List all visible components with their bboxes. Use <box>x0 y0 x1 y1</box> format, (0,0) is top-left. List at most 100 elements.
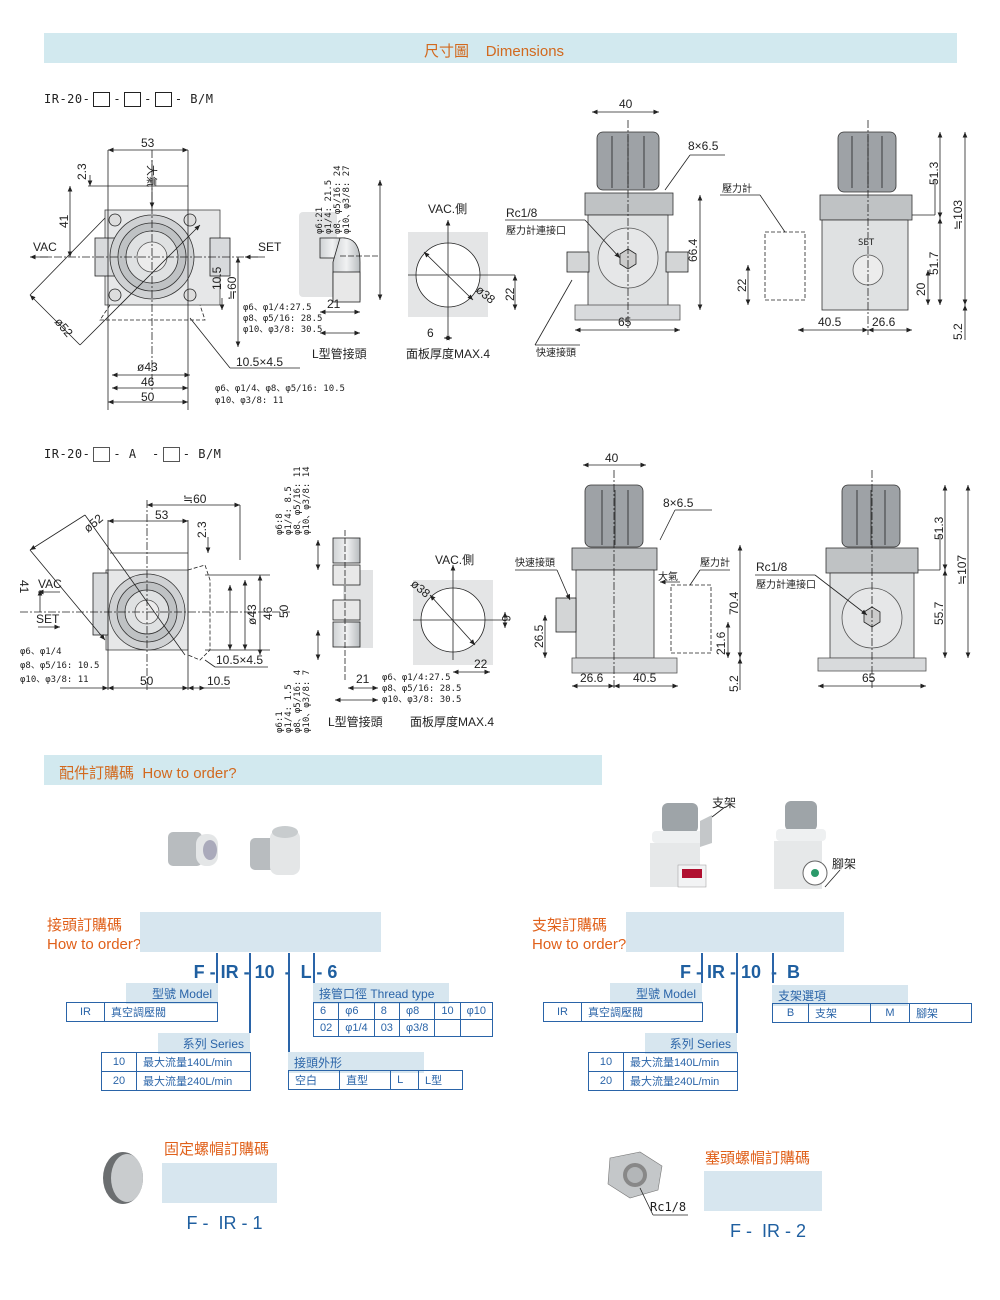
elbow-fitting-image <box>250 826 300 875</box>
connector-series <box>736 953 738 1033</box>
shape-desc-cell: 直型 <box>339 1070 392 1090</box>
separator: - <box>152 447 160 461</box>
lfit-rot-4: φ10、φ3/8: 27 <box>342 165 352 234</box>
thread-code-cell: 10 <box>434 1002 461 1020</box>
panel2-22: 22 <box>474 657 488 671</box>
dim2-46: 46 <box>261 606 275 620</box>
panel-caption: 面板厚度MAX.4 <box>406 346 490 361</box>
option-box <box>154 92 172 107</box>
panel-22: 22 <box>503 287 517 301</box>
dim2-60: ≒60 <box>183 492 207 506</box>
lfit2-21: 21 <box>356 672 370 686</box>
fit-note-2: φ10、φ3/8: 11 <box>215 396 284 406</box>
lfit-len-2: φ8、φ5/16: 28.5 <box>243 314 322 324</box>
dim-53: 53 <box>141 136 155 150</box>
lfit2-top-2: φ1/4: 8.5 <box>284 486 294 535</box>
plug-order-title: 塞頭螺帽訂購碼 <box>705 1150 811 1167</box>
dim2-w50: 50 <box>140 674 154 688</box>
top-view-1 <box>29 147 300 410</box>
lfit2-caption: L型管接頭 <box>328 714 383 729</box>
thread-desc-cell: φ3/8 <box>398 1019 436 1037</box>
connector-model <box>216 953 218 983</box>
bracket-option-header: 支架選項 <box>772 985 908 1006</box>
dim2-d43: ø43 <box>245 604 259 625</box>
option-box <box>124 92 142 107</box>
model-code-2: IR-20-- A -- B/M <box>44 447 221 462</box>
set-label: SET <box>258 240 282 254</box>
side-40-5: 40.5 <box>818 315 842 329</box>
dim2-2-3: 2.3 <box>195 521 209 538</box>
front-40: 40 <box>619 97 633 111</box>
fitting-order-code: F - IR - 10 - L - 6 <box>140 912 381 982</box>
dim-2-3: 2.3 <box>75 163 89 180</box>
front-port: Rc1/8 <box>506 206 538 220</box>
fitting-thread-header: 接管口徑 Thread type <box>313 983 449 1004</box>
dim-60: ≒60 <box>225 276 239 300</box>
dim-d43: ø43 <box>137 360 158 374</box>
plug-order-code: F - IR - 2 <box>704 1171 822 1241</box>
lfit2-len-1: φ6、φ1/4:27.5 <box>382 673 451 683</box>
fitting-order-title: 接頭訂購碼 How to order? <box>47 916 141 954</box>
dim-50: 50 <box>141 390 155 404</box>
thread-desc-cell: φ10 <box>459 1002 494 1020</box>
thread-desc-cell: φ8 <box>398 1002 436 1020</box>
series-code-cell: 20 <box>588 1071 624 1091</box>
model-code-cell: IR <box>543 1002 582 1022</box>
order-title-cn: 配件訂購碼 <box>59 765 135 782</box>
model-prefix: IR-20- <box>44 92 91 106</box>
foot-label: 腳架 <box>832 857 856 871</box>
thread-desc-cell <box>459 1019 494 1037</box>
option-desc-cell: 腳架 <box>909 1003 972 1023</box>
side2-gauge: 壓力計 <box>700 556 730 569</box>
lfit2-top-1: φ6:8 <box>275 513 285 535</box>
cap-nut-image <box>103 1152 143 1204</box>
thread-code-cell: 02 <box>312 1019 340 1037</box>
fit2-note-3: φ10、φ3/8: 11 <box>20 675 89 685</box>
connector-thread <box>313 953 315 983</box>
lfit2-bot-4: φ10、φ3/8: 7 <box>302 670 312 733</box>
front2-55-7: 55.7 <box>932 601 946 625</box>
series-desc-cell: 最大流量140L/min <box>136 1052 251 1072</box>
dim-10-5: 10.5 <box>210 266 224 290</box>
panel-cutout-1 <box>408 220 518 341</box>
lfit2-len-3: φ10、φ3/8: 30.5 <box>382 695 461 705</box>
lfit-caption: L型管接頭 <box>312 346 367 361</box>
separator: - <box>144 92 152 106</box>
series-desc-cell: 最大流量140L/min <box>623 1052 738 1072</box>
lfit2-bot-1: φ6:1 <box>275 711 285 733</box>
front2-107: ≒107 <box>955 555 969 585</box>
front2-51-3: 51.3 <box>932 516 946 540</box>
front-66-4: 66.4 <box>686 238 700 262</box>
fit-note-1: φ6、φ1/4、φ8、φ5/16: 10.5 <box>215 384 345 394</box>
bracket-product-image <box>650 803 712 888</box>
dim2-slot: 10.5×4.5 <box>216 653 263 667</box>
side2-holes: 8×6.5 <box>663 496 694 510</box>
side2-26-5: 26.5 <box>532 624 546 648</box>
series-code-cell: 10 <box>588 1052 624 1072</box>
lfit-rot-1: φ6:21 <box>315 207 325 234</box>
dim2-41: 41 <box>17 580 31 594</box>
bracket-order-title-en: How to order? <box>532 936 627 953</box>
side2-70-4: 70.4 <box>727 591 741 615</box>
lfit-rot-2: φ1/4: 21.5 <box>324 180 334 234</box>
fitting-order-title-en: How to order? <box>47 936 142 953</box>
lfit2-bot-2: φ1/4: 1.5 <box>284 684 294 733</box>
bracket-photos: 支架 腳架 <box>650 796 856 889</box>
shape-code-cell: 空白 <box>287 1070 341 1090</box>
lfit2-len-2: φ8、φ5/16: 28.5 <box>382 684 461 694</box>
separator: - <box>113 447 122 461</box>
lfit-len-3: φ10、φ3/8: 30.5 <box>243 325 322 335</box>
option-code-cell: B <box>772 1003 809 1023</box>
bracket-code-text: F - IR - 10 - B <box>680 962 801 982</box>
model-suffix: B/M <box>198 447 222 461</box>
vac-side-label-2: VAC.側 <box>435 553 474 567</box>
dim2-53: 53 <box>155 508 169 522</box>
